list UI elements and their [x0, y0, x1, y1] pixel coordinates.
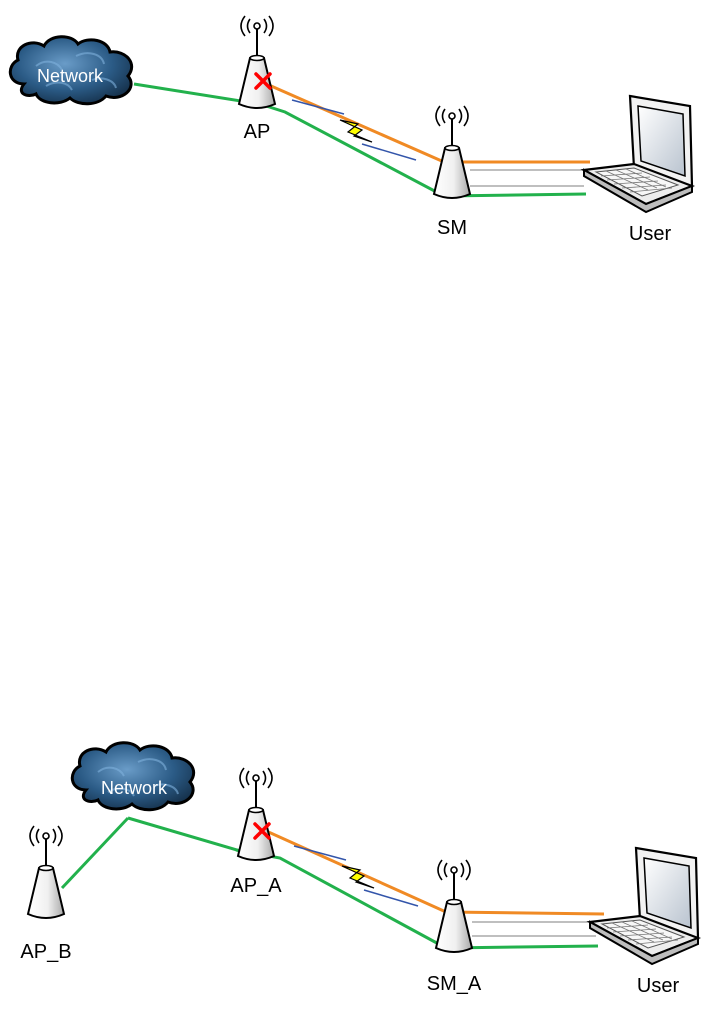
bottom-apb-label: AP_B — [20, 941, 71, 963]
top-sm-antenna-icon — [434, 106, 470, 198]
top-sm-label: SM — [437, 217, 467, 239]
bottom-user-laptop-icon — [590, 848, 698, 964]
top-cable-outline — [470, 170, 584, 186]
top-orange-link-ap-sm — [262, 82, 444, 162]
top-wireless-bolt-icon — [292, 100, 416, 160]
bottom-cable-outline — [472, 922, 596, 936]
bottom-apb-antenna-icon — [28, 826, 64, 918]
top-user-label: User — [629, 223, 672, 245]
bottom-apa-antenna-icon — [238, 768, 274, 860]
top-diagram: Network AP SM User — [10, 16, 692, 245]
bottom-sm-label: SM_A — [427, 973, 482, 995]
bottom-diagram: Network AP_B AP_A SM_A User — [20, 743, 698, 997]
top-network-label: Network — [37, 66, 104, 86]
top-ap-label: AP — [244, 121, 271, 143]
bottom-network-label: Network — [101, 778, 168, 798]
bottom-green-link-apb-network — [62, 818, 128, 888]
top-ap-antenna-icon — [239, 16, 275, 108]
top-user-laptop-icon — [584, 96, 692, 212]
bottom-orange-link-sm-user — [446, 912, 604, 914]
bottom-sm-antenna-icon — [436, 860, 472, 952]
bottom-network-cloud-icon — [72, 743, 193, 810]
bottom-user-label: User — [637, 975, 680, 997]
bottom-apa-label: AP_A — [230, 875, 282, 897]
